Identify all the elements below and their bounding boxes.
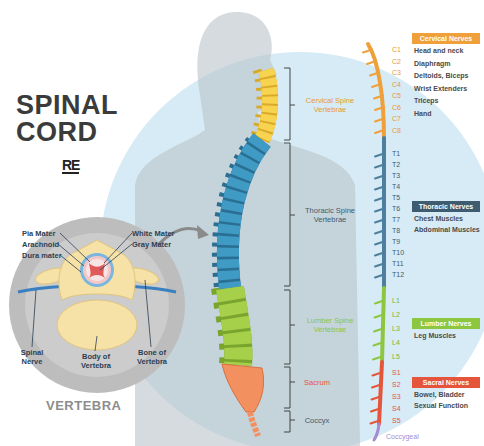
region-label: Cervical Spine Vertebrae [297, 96, 363, 114]
part-label: Spinal Nerve [12, 348, 52, 366]
spine [217, 70, 270, 436]
nerve-level: T4 [392, 182, 400, 191]
part-label: Body of Vertebra [68, 352, 124, 370]
part-label: Dura mater [22, 251, 62, 260]
logo-mark: RE [62, 158, 79, 174]
nerve-level: L1 [392, 296, 400, 305]
nerve-level: Coccygeal [386, 432, 419, 441]
function-label: Chest Muscles [414, 214, 463, 223]
nerve-level: L2 [392, 310, 400, 319]
vertebra-inset [9, 217, 185, 393]
nerve-level: S5 [392, 416, 401, 425]
nerve-level: T11 [392, 259, 404, 268]
function-label: Sexual Function [414, 401, 468, 410]
function-label: Leg Muscles [414, 331, 456, 340]
nerve-level: C3 [392, 68, 401, 77]
region-label: Lumber Spine Vertebrae [297, 316, 363, 334]
nerve-level: C6 [392, 103, 401, 112]
nerve-level: C1 [392, 45, 401, 54]
function-label: Deltoids, Biceps [414, 71, 468, 80]
nerve-group-box: Lumber Nerves [412, 318, 480, 329]
part-label: White Mater [132, 229, 175, 238]
function-label: Wrist Extenders [414, 84, 467, 93]
part-label: Gray Mater [132, 240, 171, 249]
nerve-level: T1 [392, 149, 400, 158]
region-label: Thoracic Spine Vertebrae [297, 206, 363, 224]
nerve-level: S2 [392, 380, 401, 389]
nerve-level: T3 [392, 171, 400, 180]
nerve-level: T6 [392, 204, 400, 213]
nerve-level: C8 [392, 126, 401, 135]
function-label: Abdominal Muscles [414, 225, 480, 234]
body-silhouette [135, 12, 360, 446]
nerve-level: T8 [392, 226, 400, 235]
nerve-level: L5 [392, 352, 400, 361]
part-label: Bone of Vertebra [126, 348, 178, 366]
nerve-level: C2 [392, 57, 401, 66]
group-heading: Cervical Nerves [420, 35, 473, 42]
function-label: Bowel, Bladder [414, 390, 465, 399]
nerve-level: C4 [392, 80, 401, 89]
pointer-arrowhead [197, 225, 209, 239]
nerve-level: L4 [392, 338, 400, 347]
nerve-level: S3 [392, 392, 401, 401]
nerve-level: C7 [392, 114, 401, 123]
group-heading: Lumber Nerves [421, 320, 472, 327]
group-heading: Sacral Nerves [423, 379, 469, 386]
nerve-level: T12 [392, 270, 404, 279]
part-label: Arachnoid [22, 240, 59, 249]
nerve-level: T9 [392, 237, 400, 246]
nerve-group-box: Cervical Nerves [412, 33, 480, 44]
function-label: Hand [414, 109, 432, 118]
function-label: Diaphragm [414, 59, 451, 68]
nerve-level: S1 [392, 368, 401, 377]
diagram-title: SPINAL CORD [16, 92, 134, 146]
nerve-level: T5 [392, 193, 400, 202]
region-brackets [284, 68, 295, 432]
nerve-level: T2 [392, 160, 400, 169]
group-heading: Thoracic Nerves [419, 203, 473, 210]
inset-title: VERTEBRA [46, 398, 122, 413]
nerve-group-box: Sacral Nerves [412, 377, 480, 388]
spinal-cord [363, 44, 384, 440]
function-label: Triceps [414, 96, 439, 105]
nerve-level: L3 [392, 324, 400, 333]
nerve-level: T10 [392, 248, 404, 257]
nerve-group-box: Thoracic Nerves [412, 201, 480, 212]
part-label: Pia Mater [22, 229, 55, 238]
region-label: Sacrum [297, 378, 337, 387]
nerve-level: S4 [392, 404, 401, 413]
function-label: Head and neck [414, 46, 463, 55]
region-label: Coccyx [297, 416, 337, 425]
nerve-level: C5 [392, 91, 401, 100]
nerve-level: T7 [392, 215, 400, 224]
